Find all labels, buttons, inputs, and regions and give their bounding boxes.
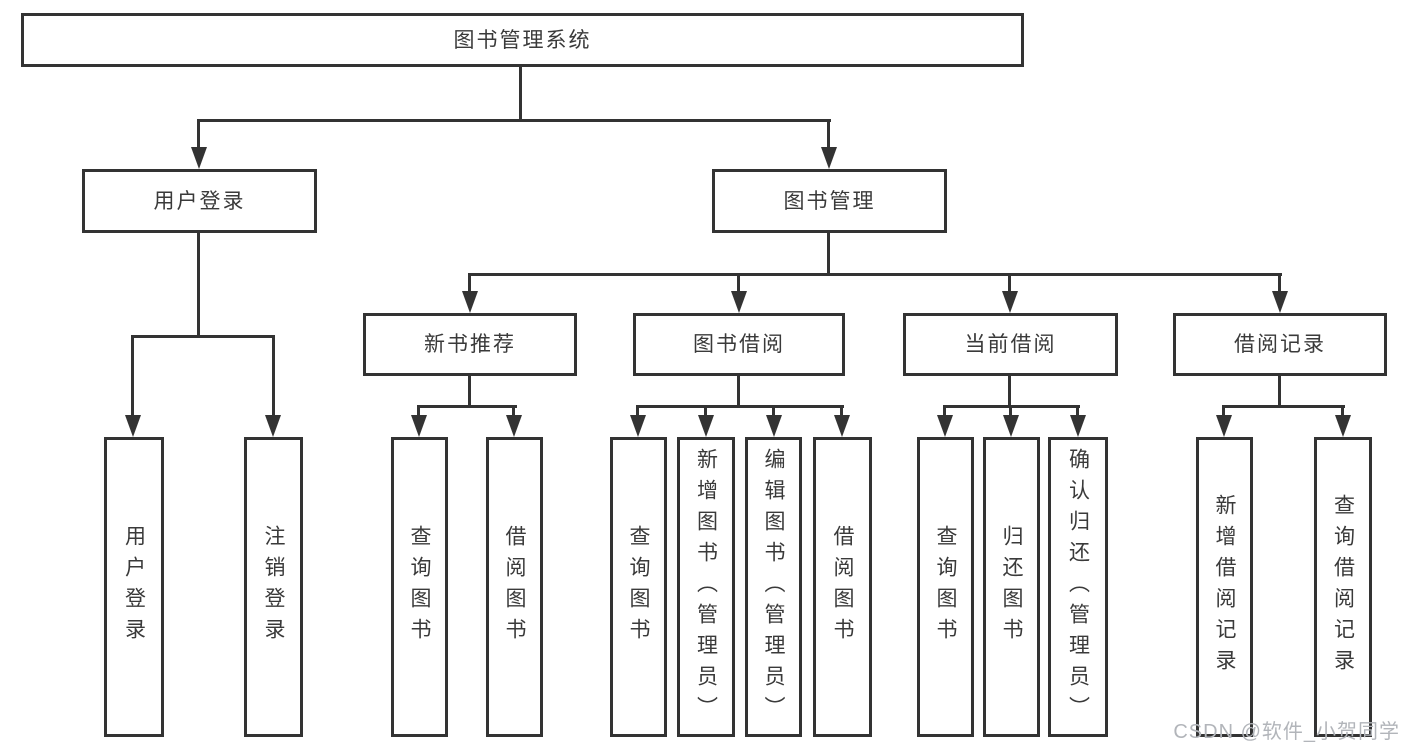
- connector-drop-book-borrow: [737, 273, 740, 294]
- leaf-borrow-borrow-books: 借阅图书: [813, 437, 872, 737]
- node-new-book-recommend: 新书推荐: [363, 313, 577, 376]
- connector-book-management-bar: [468, 273, 1282, 276]
- arrowhead-down-icon: [506, 415, 522, 437]
- connector-drop-records-add: [1222, 405, 1225, 418]
- connector-drop-leaf-logout: [272, 335, 275, 416]
- arrowhead-down-icon: [191, 147, 207, 169]
- connector-user-login-bar: [131, 335, 275, 338]
- arrowhead-down-icon: [766, 415, 782, 437]
- arrowhead-down-icon: [630, 415, 646, 437]
- node-user-login: 用户登录: [82, 169, 317, 233]
- connector-drop-current-return: [1009, 405, 1012, 418]
- arrowhead-down-icon: [1003, 415, 1019, 437]
- connector-records-stub: [1278, 376, 1281, 408]
- node-borrow-records: 借阅记录: [1173, 313, 1387, 376]
- connector-drop-current-borrow: [1008, 273, 1011, 294]
- arrowhead-down-icon: [821, 147, 837, 169]
- connector-drop-borrow-records: [1278, 273, 1281, 294]
- connector-borrow-bar: [636, 405, 844, 408]
- connector-root-bar: [197, 119, 831, 122]
- connector-drop-current-query: [943, 405, 946, 418]
- arrowhead-down-icon: [1070, 415, 1086, 437]
- connector-root-stub: [519, 65, 522, 121]
- connector-drop-book-management: [827, 119, 830, 150]
- arrowhead-down-icon: [731, 291, 747, 313]
- arrowhead-down-icon: [937, 415, 953, 437]
- connector-drop-new-book-recommend: [468, 273, 471, 294]
- csdn-watermark: CSDN @软件_小贺同学: [1173, 721, 1400, 743]
- arrowhead-down-icon: [125, 415, 141, 437]
- arrowhead-down-icon: [1216, 415, 1232, 437]
- connector-borrow-stub: [737, 376, 740, 408]
- connector-drop-user-login: [197, 119, 200, 150]
- node-root-library-system: 图书管理系统: [21, 13, 1024, 67]
- connector-user-login-stub: [197, 233, 200, 337]
- leaf-recommend-borrow-books: 借阅图书: [486, 437, 543, 737]
- leaf-records-add-record: 新增借阅记录: [1196, 437, 1253, 737]
- leaf-current-return-books: 归还图书: [983, 437, 1040, 737]
- arrowhead-down-icon: [1335, 415, 1351, 437]
- connector-drop-borrow-borrow: [840, 405, 843, 418]
- connector-drop-borrow-edit: [772, 405, 775, 418]
- connector-drop-recommend-borrow: [512, 405, 515, 418]
- leaf-current-confirm-return-admin: 确认归还（管理员）: [1048, 437, 1108, 737]
- connector-drop-records-query: [1341, 405, 1344, 418]
- arrowhead-down-icon: [265, 415, 281, 437]
- connector-drop-leaf-user-login: [131, 335, 134, 416]
- leaf-borrow-add-books-admin: 新增图书（管理员）: [677, 437, 735, 737]
- arrowhead-down-icon: [462, 291, 478, 313]
- connector-records-bar: [1222, 405, 1345, 408]
- connector-drop-borrow-query: [636, 405, 639, 418]
- leaf-borrow-query-books: 查询图书: [610, 437, 667, 737]
- arrowhead-down-icon: [1272, 291, 1288, 313]
- leaf-recommend-query-books: 查询图书: [391, 437, 448, 737]
- node-book-management: 图书管理: [712, 169, 947, 233]
- arrowhead-down-icon: [1002, 291, 1018, 313]
- connector-recommend-stub: [468, 376, 471, 408]
- connector-drop-current-confirm: [1076, 405, 1079, 418]
- connector-recommend-bar: [417, 405, 517, 408]
- leaf-current-query-books: 查询图书: [917, 437, 974, 737]
- leaf-records-query-record: 查询借阅记录: [1314, 437, 1372, 737]
- connector-book-management-stub: [827, 233, 830, 276]
- connector-current-stub: [1008, 376, 1011, 408]
- arrowhead-down-icon: [834, 415, 850, 437]
- arrowhead-down-icon: [698, 415, 714, 437]
- connector-drop-borrow-add: [704, 405, 707, 418]
- leaf-user-login: 用户登录: [104, 437, 164, 737]
- node-book-borrow: 图书借阅: [633, 313, 845, 376]
- arrowhead-down-icon: [411, 415, 427, 437]
- node-current-borrow: 当前借阅: [903, 313, 1118, 376]
- leaf-logout: 注销登录: [244, 437, 303, 737]
- leaf-borrow-edit-books-admin: 编辑图书（管理员）: [745, 437, 802, 737]
- connector-drop-recommend-query: [417, 405, 420, 418]
